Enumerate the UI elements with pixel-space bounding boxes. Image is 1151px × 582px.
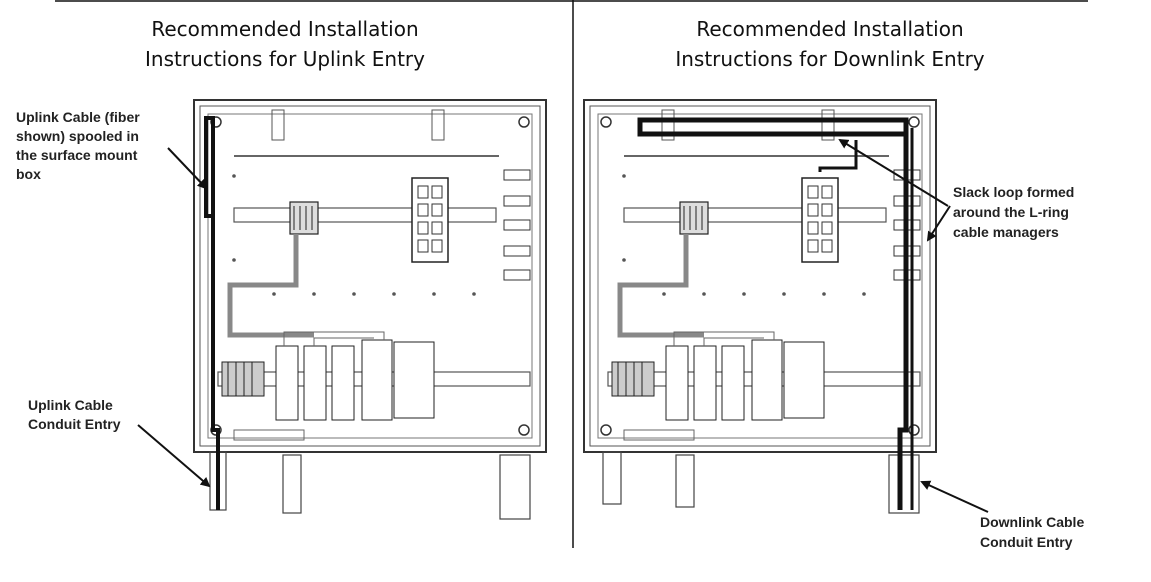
uplink-title-line2: Instructions for Uplink Entry [145, 47, 425, 71]
uplink-cable [204, 116, 220, 510]
slack-arrow-2 [926, 205, 951, 242]
slack-line2: around the L-ring [953, 204, 1069, 220]
downlink-enclosure [584, 100, 936, 452]
uplink-title-line1: Recommended Installation [151, 17, 419, 41]
slack-line3: cable managers [953, 224, 1059, 240]
uplink-conduit-arrow [137, 424, 211, 488]
slack-line1: Slack loop formed [953, 184, 1075, 200]
downlink-conduit-line2: Conduit Entry [980, 534, 1073, 550]
downlink-conduit-line1: Downlink Cable [980, 514, 1085, 530]
spool-arrow [167, 147, 208, 190]
downlink-conduits [602, 451, 920, 514]
uplink-spool-callout: Uplink Cable (fiber shown) spooled in th… [16, 108, 186, 184]
spool-line1: Uplink Cable (fiber [16, 109, 140, 125]
uplink-conduit-line1: Uplink Cable [28, 397, 113, 413]
uplink-conduit-line2: Conduit Entry [28, 416, 121, 432]
downlink-conduit-callout: Downlink Cable Conduit Entry [980, 512, 1140, 552]
downlink-title: Recommended Installation Instructions fo… [640, 14, 1020, 74]
downlink-cable [637, 117, 909, 510]
downlink-conduit-arrow [920, 480, 989, 513]
uplink-enclosure [194, 100, 546, 452]
uplink-conduit-callout: Uplink Cable Conduit Entry [28, 396, 178, 434]
spool-line4: box [16, 166, 41, 182]
slack-arrow-1 [838, 138, 949, 207]
spool-line3: the surface mount [16, 147, 138, 163]
slack-loop-callout: Slack loop formed around the L-ring cabl… [953, 182, 1143, 242]
uplink-conduits [209, 451, 531, 520]
uplink-title: Recommended Installation Instructions fo… [120, 14, 450, 74]
downlink-title-line2: Instructions for Downlink Entry [675, 47, 985, 71]
downlink-title-line1: Recommended Installation [696, 17, 964, 41]
spool-line2: shown) spooled in [16, 128, 139, 144]
